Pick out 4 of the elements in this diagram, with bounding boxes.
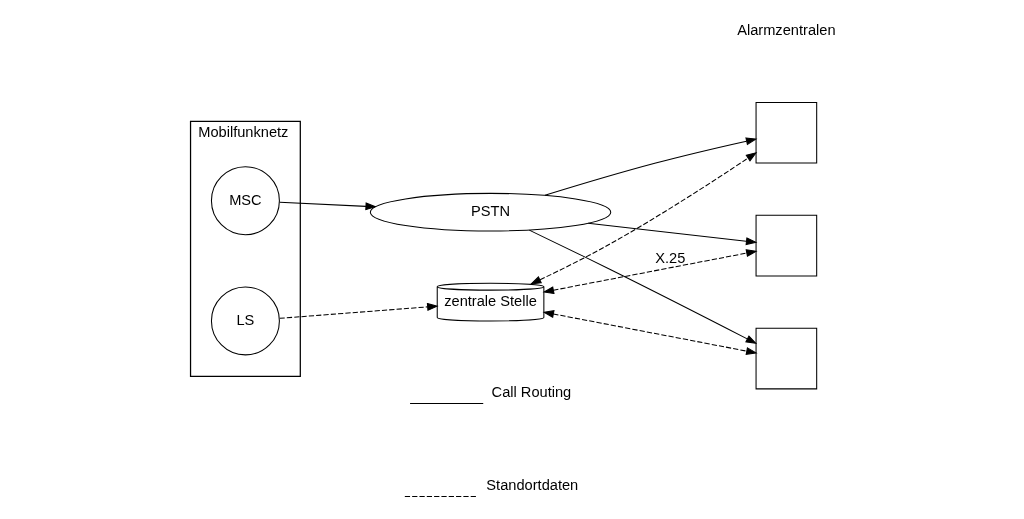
edge-label: X.25 xyxy=(654,249,685,266)
label: Alarmzentralen xyxy=(736,22,836,39)
legend-label: Call Routing xyxy=(491,384,571,401)
legend-label: Standortdaten xyxy=(485,477,578,494)
